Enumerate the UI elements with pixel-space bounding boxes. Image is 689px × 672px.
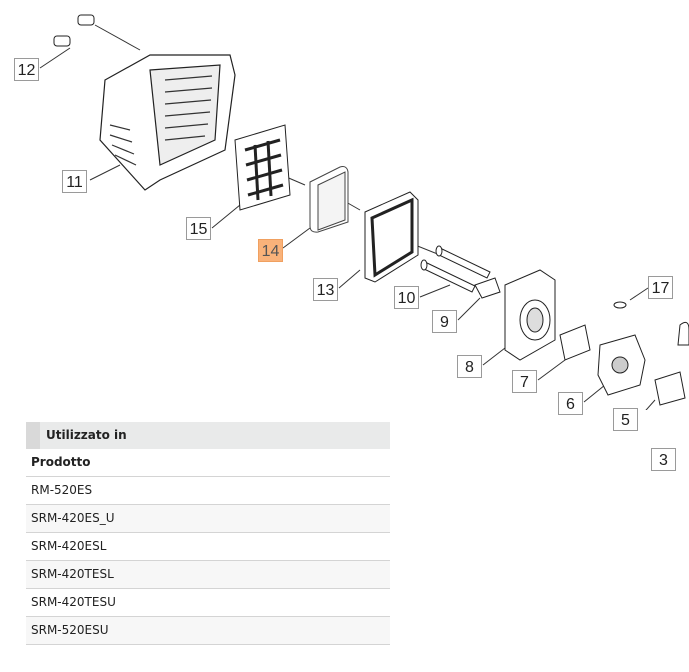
table-title-bar: Utilizzato in	[26, 422, 390, 449]
callout-13[interactable]: 13	[313, 278, 338, 301]
callout-5[interactable]: 5	[613, 408, 638, 431]
callout-7[interactable]: 7	[512, 370, 537, 393]
carburettor-part	[597, 334, 646, 396]
gasket-part	[559, 324, 591, 361]
used-in-table: Utilizzato in Prodotto RM-520ES SRM-420E…	[26, 422, 390, 645]
table-row: SRM-420ES_U	[26, 505, 390, 533]
callout-15[interactable]: 15	[186, 217, 211, 240]
callout-11[interactable]: 11	[62, 170, 87, 193]
table-title: Utilizzato in	[46, 428, 127, 442]
callout-9[interactable]: 9	[432, 310, 457, 333]
parts-exploded-diagram	[39, 14, 689, 410]
table-row: SRM-420TESL	[26, 561, 390, 589]
table-row: SRM-420TESU	[26, 589, 390, 617]
table-row: RM-520ES	[26, 477, 390, 505]
callout-14-highlighted[interactable]: 14	[258, 239, 283, 262]
gasket-part	[474, 277, 501, 299]
table-row: SRM-420ESL	[26, 533, 390, 561]
filter-grid-part	[234, 124, 291, 211]
callout-3[interactable]: 3	[651, 448, 676, 471]
title-bar-accent	[26, 422, 40, 449]
filter-frame-part	[364, 191, 419, 283]
o-ring-part	[613, 301, 627, 309]
callout-12[interactable]: 12	[14, 58, 39, 81]
column-header-product: Prodotto	[26, 449, 390, 477]
callout-10[interactable]: 10	[394, 286, 419, 309]
callout-8[interactable]: 8	[457, 355, 482, 378]
filter-element-part	[309, 166, 349, 233]
air-cleaner-base-part	[504, 269, 556, 361]
callout-17[interactable]: 17	[648, 276, 673, 299]
table-row: SRM-520ESU	[26, 617, 390, 645]
insulator-part	[654, 371, 686, 406]
screw-part	[53, 14, 95, 47]
bolt-part	[420, 245, 491, 293]
air-cleaner-cover-part	[99, 54, 236, 191]
callout-6[interactable]: 6	[558, 392, 583, 415]
